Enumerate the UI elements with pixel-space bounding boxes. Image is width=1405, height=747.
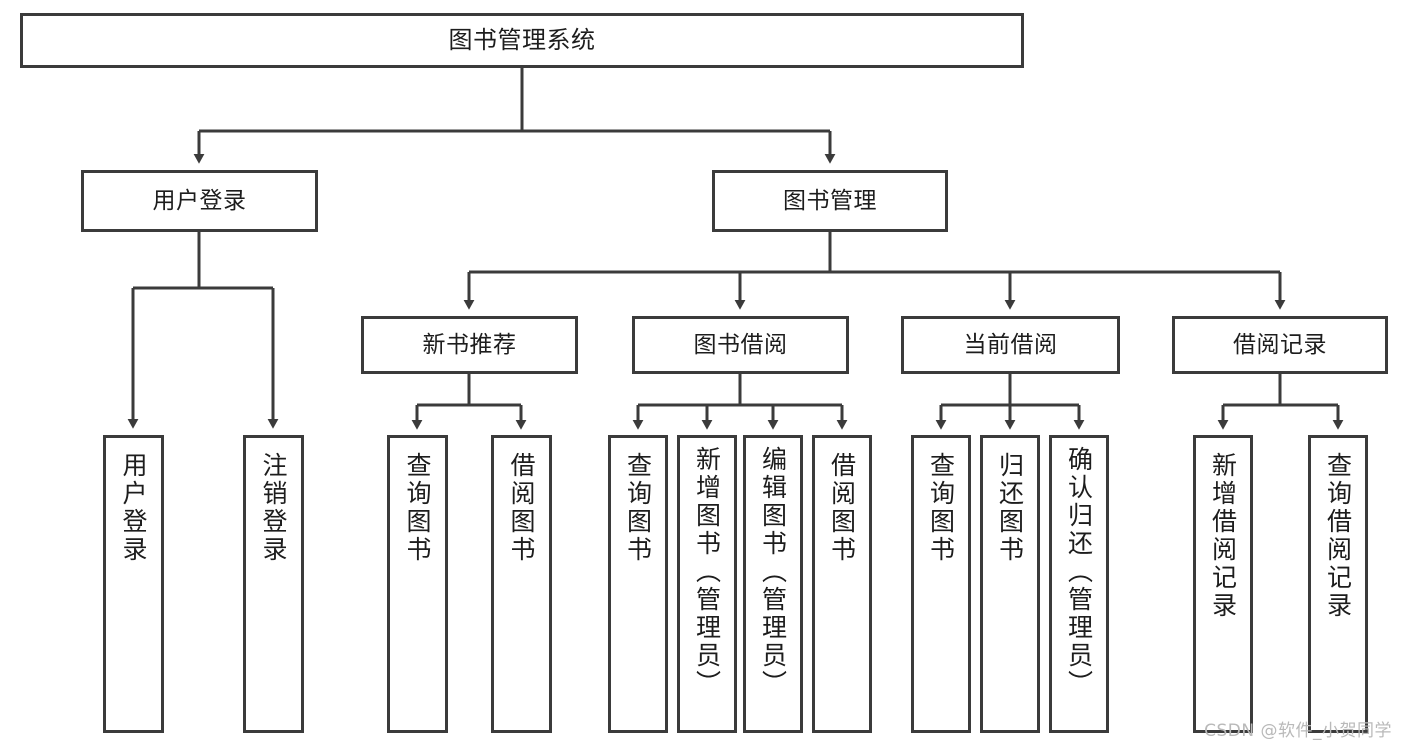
leaf-borrow-query-book[interactable]: 查询图书 xyxy=(608,435,668,733)
node-book-borrowing[interactable]: 图书借阅 xyxy=(632,316,849,374)
leaf-borrow-add-book-admin[interactable]: 新增图书（管理员） xyxy=(677,435,737,733)
node-label: 借阅图书 xyxy=(507,452,536,564)
leaf-user-login-login[interactable]: 用户登录 xyxy=(103,435,164,733)
csdn-watermark: CSDN @软件_小贺同学 xyxy=(1204,721,1392,741)
leaf-borrow-edit-book-admin[interactable]: 编辑图书（管理员） xyxy=(743,435,803,733)
leaf-record-add-record[interactable]: 新增借阅记录 xyxy=(1193,435,1253,733)
node-label: 图书管理 xyxy=(783,187,877,214)
node-label: 确认归还（管理员） xyxy=(1064,446,1094,698)
node-label: 新增借阅记录 xyxy=(1208,452,1238,620)
node-label: 新书推荐 xyxy=(422,331,517,358)
leaf-borrow-borrow-book[interactable]: 借阅图书 xyxy=(812,435,872,733)
node-label: 注销登录 xyxy=(259,452,288,564)
leaf-new-book-query[interactable]: 查询图书 xyxy=(387,435,448,733)
node-label: 查询图书 xyxy=(926,452,956,564)
node-user-login[interactable]: 用户登录 xyxy=(81,170,318,232)
leaf-record-query-record[interactable]: 查询借阅记录 xyxy=(1308,435,1368,733)
node-label: 新增图书（管理员） xyxy=(692,446,722,698)
leaf-user-login-logout[interactable]: 注销登录 xyxy=(243,435,304,733)
node-new-book-recommendation[interactable]: 新书推荐 xyxy=(361,316,578,374)
node-current-borrowing[interactable]: 当前借阅 xyxy=(901,316,1120,374)
node-label: 查询借阅记录 xyxy=(1323,452,1353,620)
node-label: 查询图书 xyxy=(403,452,432,564)
node-label: 借阅记录 xyxy=(1233,331,1327,358)
node-label: 查询图书 xyxy=(623,452,653,564)
node-root-library-system[interactable]: 图书管理系统 xyxy=(20,13,1024,68)
node-label: 归还图书 xyxy=(995,452,1025,564)
node-borrowing-record[interactable]: 借阅记录 xyxy=(1172,316,1388,374)
node-label: 图书管理系统 xyxy=(448,25,596,54)
leaf-new-book-borrow[interactable]: 借阅图书 xyxy=(491,435,552,733)
leaf-current-return-book[interactable]: 归还图书 xyxy=(980,435,1040,733)
leaf-current-query-book[interactable]: 查询图书 xyxy=(911,435,971,733)
node-label: 当前借阅 xyxy=(963,331,1058,358)
node-label: 用户登录 xyxy=(119,452,148,564)
node-label: 借阅图书 xyxy=(827,452,857,564)
leaf-current-confirm-return-admin[interactable]: 确认归还（管理员） xyxy=(1049,435,1109,733)
node-label: 编辑图书（管理员） xyxy=(758,446,788,698)
node-label: 用户登录 xyxy=(152,187,247,214)
node-book-management[interactable]: 图书管理 xyxy=(712,170,948,232)
node-label: 图书借阅 xyxy=(693,331,788,358)
